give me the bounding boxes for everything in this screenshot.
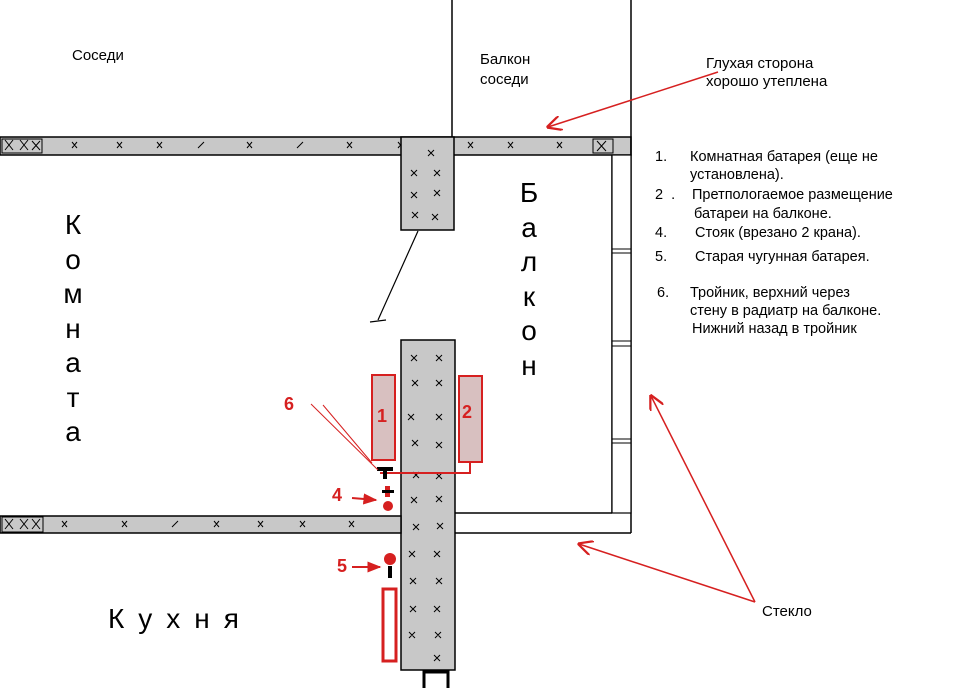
letter: о xyxy=(521,315,537,346)
pipe-to-balcony xyxy=(380,462,471,474)
legend-2-line-2: батареи на балконе. xyxy=(694,206,832,222)
letter: Б xyxy=(519,177,539,208)
top-wall xyxy=(0,136,632,156)
legend-6-line-1: Тройник, верхний через xyxy=(690,285,850,301)
letter: а xyxy=(521,211,537,243)
riser-valves[interactable] xyxy=(382,486,394,511)
neighbor-balcony-walls xyxy=(451,0,632,137)
kitchen-label: Кухня xyxy=(108,603,253,634)
legend-2-num: 2 . xyxy=(655,187,676,203)
tee-fitting[interactable] xyxy=(377,467,393,479)
legend-4-line-1: Стояк (врезано 2 крана). xyxy=(695,225,861,241)
old-battery-5[interactable] xyxy=(381,587,398,663)
marker-4-arrow xyxy=(351,493,378,505)
radiator-1[interactable] xyxy=(371,374,396,461)
legend-4-num: 4. xyxy=(655,225,668,241)
legend-1-line-1: Комнатная батарея (еще не xyxy=(690,149,878,165)
letter: м xyxy=(63,278,83,309)
marker-5[interactable]: 5 xyxy=(337,556,348,576)
letter: к xyxy=(522,280,536,312)
legend-1-num: 1. xyxy=(655,149,668,165)
old-battery-valve[interactable] xyxy=(384,553,396,578)
lower-wall xyxy=(0,515,402,534)
letter: н xyxy=(65,312,81,344)
neighbor-balcony-label-2: соседи xyxy=(480,71,529,88)
letter: т xyxy=(66,381,80,413)
marker-6-leaders xyxy=(310,403,379,471)
column-top xyxy=(400,136,455,231)
neighbor-balcony-label-1: Балкон xyxy=(480,51,531,68)
marker-2[interactable]: 2 xyxy=(462,402,473,422)
balcony-outline xyxy=(455,137,632,534)
blind-side-arrow xyxy=(548,71,719,127)
legend-6-line-3: Нижний назад в тройник xyxy=(692,321,857,337)
legend-6-line-2: стену в радиатр на балконе. xyxy=(690,303,882,319)
letter: а xyxy=(65,347,81,378)
legend-2-line-1: Претпологаемое размещение xyxy=(692,187,893,203)
glass-note: Стекло xyxy=(762,603,812,620)
letter: о xyxy=(65,243,81,275)
letter: К xyxy=(64,209,82,240)
blind-side-note-2: хорошо утеплена xyxy=(706,73,828,90)
marker-4[interactable]: 4 xyxy=(332,485,343,505)
leader-line xyxy=(369,230,419,323)
glass-panels xyxy=(611,154,632,514)
legend-5-line-1: Старая чугунная батарея. xyxy=(695,249,870,265)
letter: н xyxy=(521,349,537,381)
legend-6-num: 6. xyxy=(657,285,670,301)
letter: а xyxy=(65,416,81,447)
central-wall xyxy=(400,339,456,688)
letter: л xyxy=(520,246,538,277)
legend-1-line-2: установлена). xyxy=(690,167,784,183)
marker-6[interactable]: 6 xyxy=(284,394,295,414)
legend-5-num: 5. xyxy=(655,249,668,265)
glass-arrows xyxy=(579,396,756,603)
blind-side-note-1: Глухая сторона xyxy=(706,55,814,72)
neighbors-label: Соседи xyxy=(72,47,124,64)
marker-1[interactable]: 1 xyxy=(377,406,388,426)
